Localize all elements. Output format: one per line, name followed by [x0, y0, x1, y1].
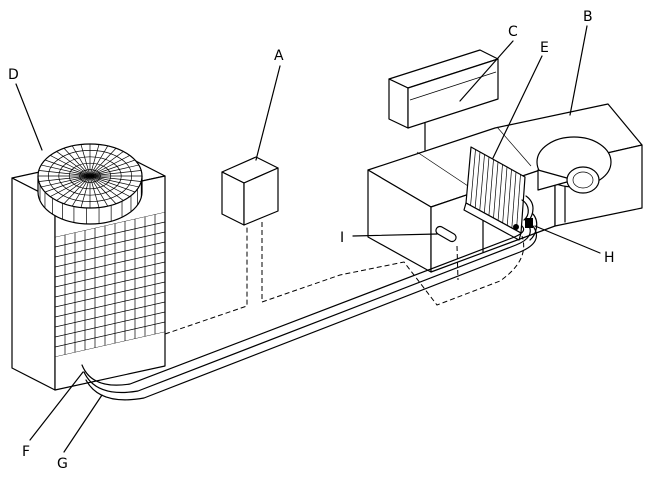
label-c: C	[508, 24, 518, 40]
label-a: A	[274, 48, 284, 64]
label-g: G	[57, 456, 68, 472]
labels: D A C B E H I F G	[8, 9, 615, 472]
blower-fan	[536, 136, 612, 194]
label-d: D	[8, 67, 19, 83]
label-b: B	[583, 9, 593, 25]
control-box	[221, 156, 279, 226]
thermostat	[388, 49, 499, 151]
refrigerant-lines	[81, 223, 537, 401]
outdoor-condensing-unit	[11, 143, 166, 391]
evaporator-coil	[463, 146, 526, 241]
expansion-valve	[513, 195, 538, 241]
label-i: I	[340, 230, 344, 246]
condenser-fan	[37, 143, 143, 225]
temperature-sensor	[435, 225, 457, 243]
control-wiring	[164, 222, 525, 335]
label-h: H	[604, 250, 615, 266]
leader-lines	[15, 25, 601, 453]
label-f: F	[22, 444, 30, 460]
label-e: E	[540, 40, 549, 56]
outdoor-unit-grille	[55, 212, 165, 357]
